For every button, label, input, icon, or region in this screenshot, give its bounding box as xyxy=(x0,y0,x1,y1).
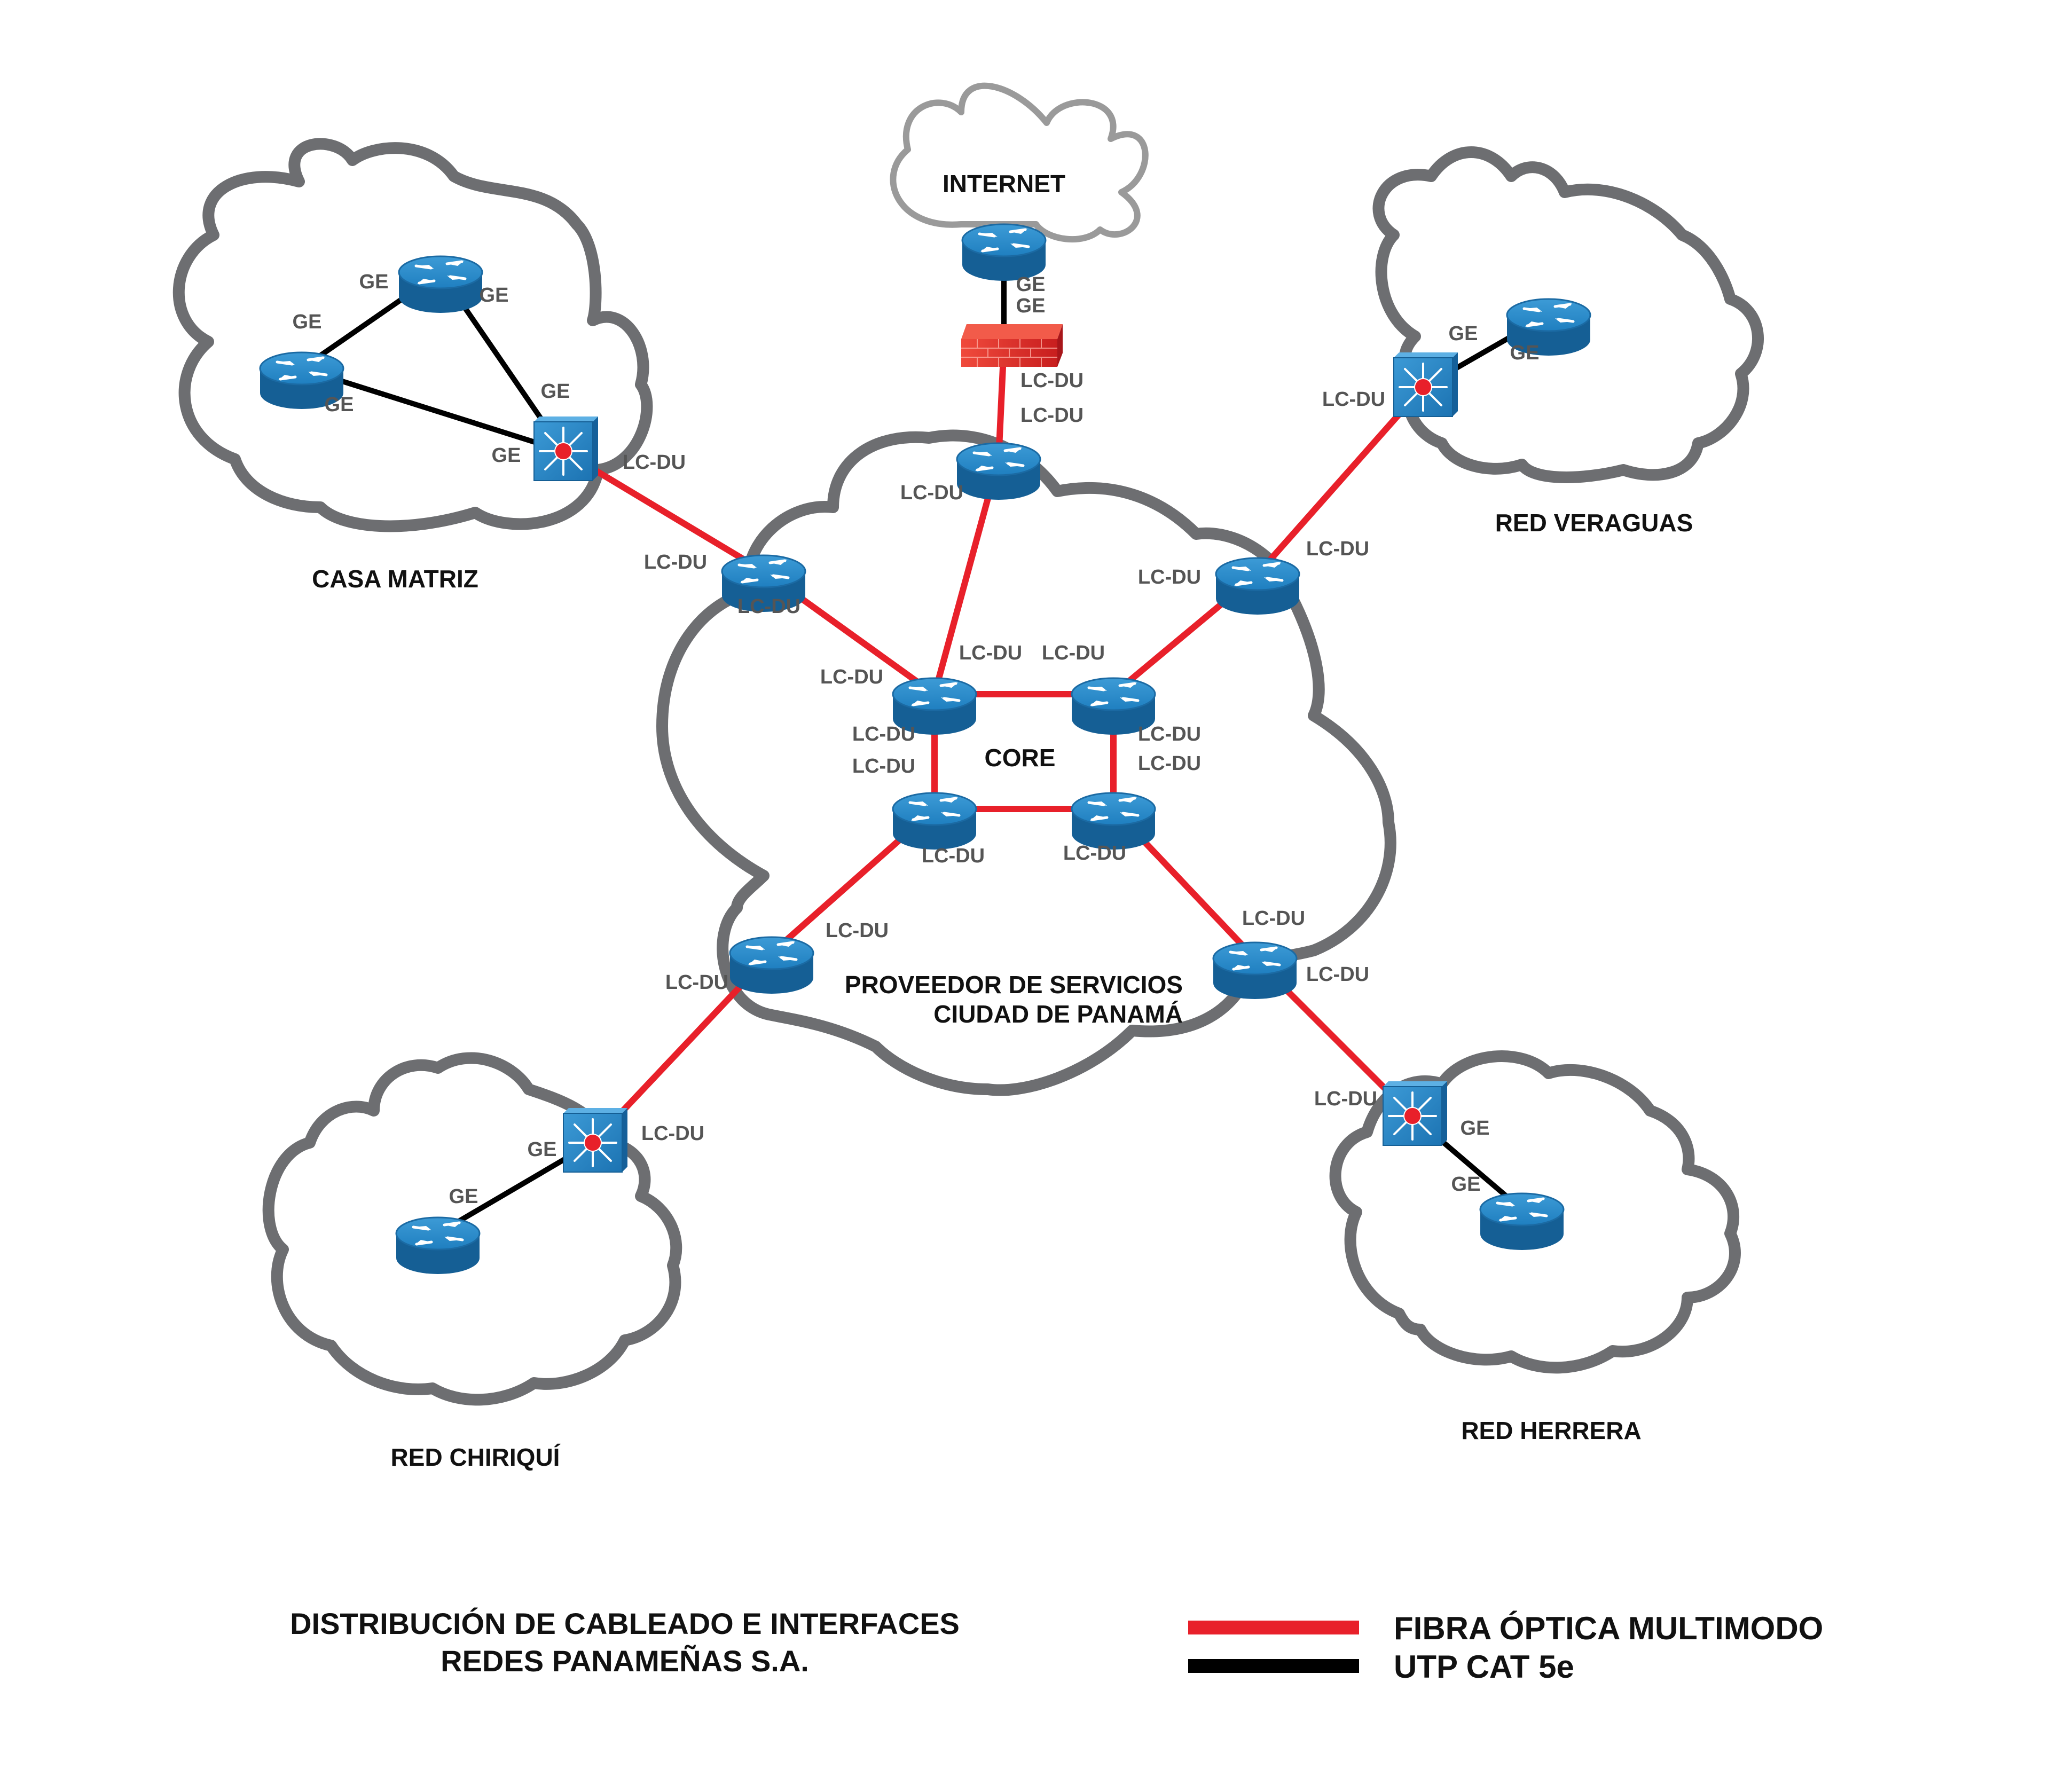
ge-interface-label-10: GE xyxy=(492,444,521,467)
ge-interface-label-0: GE xyxy=(1016,273,1046,296)
lcdu-interface-label-23: LC-DU xyxy=(1138,566,1201,588)
lcdu-interface-label-15: LC-DU xyxy=(959,642,1022,664)
label-internet: INTERNET xyxy=(943,170,1065,198)
label-provider-line1: PROVEEDOR DE SERVICIOS xyxy=(845,971,1183,999)
label-core: CORE xyxy=(985,744,1056,772)
cloud-casa-matriz xyxy=(172,138,653,532)
ge-interface-label-1: GE xyxy=(1016,295,1046,317)
cloud-internet xyxy=(890,82,1149,243)
lcdu-interface-label-12: LC-DU xyxy=(644,551,707,573)
utp-cable-casaR2-casaSw xyxy=(299,366,566,454)
router-icon-peBR xyxy=(1213,942,1297,999)
label-red-veraguas: RED VERAGUAS xyxy=(1495,509,1693,537)
lcdu-interface-label-13: LC-DU xyxy=(737,595,800,618)
multilayer-switch-icon-chiSw xyxy=(562,1107,629,1173)
legend-label-utp: UTP CAT 5e xyxy=(1394,1649,1574,1685)
lcdu-interface-label-35: LC-DU xyxy=(1314,1088,1377,1110)
firewall-icon-firewall xyxy=(961,324,1063,367)
multilayer-switch-icon-casaSw xyxy=(533,415,599,482)
legend-swatch-utp xyxy=(1188,1659,1359,1673)
label-provider-line2: CIUDAD DE PANAMÁ xyxy=(933,1000,1183,1028)
router-icon-peBL xyxy=(730,937,813,994)
lcdu-interface-label-24: LC-DU xyxy=(1306,538,1369,560)
router-icon-gw xyxy=(957,443,1040,500)
router-icon-peRight xyxy=(1216,558,1299,615)
ge-interface-label-6: GE xyxy=(480,284,509,306)
lcdu-interface-label-33: LC-DU xyxy=(1242,907,1305,930)
ge-interface-label-37: GE xyxy=(1451,1173,1481,1196)
lcdu-interface-label-11: LC-DU xyxy=(623,451,686,474)
label-red-chiriqui: RED CHIRIQUÍ xyxy=(391,1443,561,1471)
title-line1: DISTRIBUCIÓN DE CABLEADO E INTERFACES xyxy=(290,1607,960,1640)
lcdu-interface-label-4: LC-DU xyxy=(900,482,963,504)
lcdu-interface-label-25: LC-DU xyxy=(1322,388,1385,411)
lcdu-interface-label-14: LC-DU xyxy=(820,666,883,688)
lcdu-interface-label-17: LC-DU xyxy=(852,723,915,745)
fiber-cable-peRight-verSw xyxy=(1254,384,1426,577)
multilayer-switch-icon-verSw xyxy=(1393,351,1459,418)
router-icon-herR xyxy=(1480,1193,1564,1250)
legend: FIBRA ÓPTICA MULTIMODO UTP CAT 5e xyxy=(1188,1610,1823,1685)
ge-interface-label-26: GE xyxy=(1449,323,1478,345)
ge-interface-label-8: GE xyxy=(325,394,354,416)
lcdu-interface-label-34: LC-DU xyxy=(1306,963,1369,986)
lcdu-interface-label-3: LC-DU xyxy=(1020,404,1084,427)
router-icon-coreBL xyxy=(893,793,976,850)
lcdu-interface-label-28: LC-DU xyxy=(826,919,889,942)
ge-interface-label-31: GE xyxy=(528,1138,557,1161)
router-icon-casaR1 xyxy=(399,256,482,313)
lcdu-interface-label-20: LC-DU xyxy=(1138,752,1201,775)
multilayer-switch-icon-herSw xyxy=(1382,1080,1448,1146)
router-icon-coreBR xyxy=(1072,793,1155,850)
ge-interface-label-5: GE xyxy=(359,271,389,293)
label-red-herrera: RED HERRERA xyxy=(1461,1417,1641,1444)
lcdu-interface-label-22: LC-DU xyxy=(1063,842,1126,864)
lcdu-interface-label-19: LC-DU xyxy=(1138,723,1201,745)
router-icon-chiR xyxy=(396,1217,480,1274)
ge-interface-label-7: GE xyxy=(293,311,322,333)
ge-interface-label-9: GE xyxy=(541,380,570,403)
legend-label-fiber: FIBRA ÓPTICA MULTIMODO xyxy=(1394,1610,1823,1646)
lcdu-interface-label-21: LC-DU xyxy=(922,845,985,867)
ge-interface-label-27: GE xyxy=(1510,342,1540,364)
lcdu-interface-label-16: LC-DU xyxy=(1042,642,1105,664)
lcdu-interface-label-18: LC-DU xyxy=(852,755,915,777)
title-line2: REDES PANAMEÑAS S.A. xyxy=(441,1644,809,1678)
ge-interface-label-36: GE xyxy=(1461,1117,1490,1139)
lcdu-interface-label-29: LC-DU xyxy=(665,971,728,994)
cloud-provider xyxy=(656,429,1396,1096)
legend-swatch-fiber xyxy=(1188,1621,1359,1634)
lcdu-interface-label-30: LC-DU xyxy=(641,1122,704,1145)
lcdu-interface-label-2: LC-DU xyxy=(1020,370,1084,392)
label-casa-matriz: CASA MATRIZ xyxy=(312,565,478,593)
router-icon-internet xyxy=(962,224,1046,281)
ge-interface-label-32: GE xyxy=(449,1185,478,1208)
